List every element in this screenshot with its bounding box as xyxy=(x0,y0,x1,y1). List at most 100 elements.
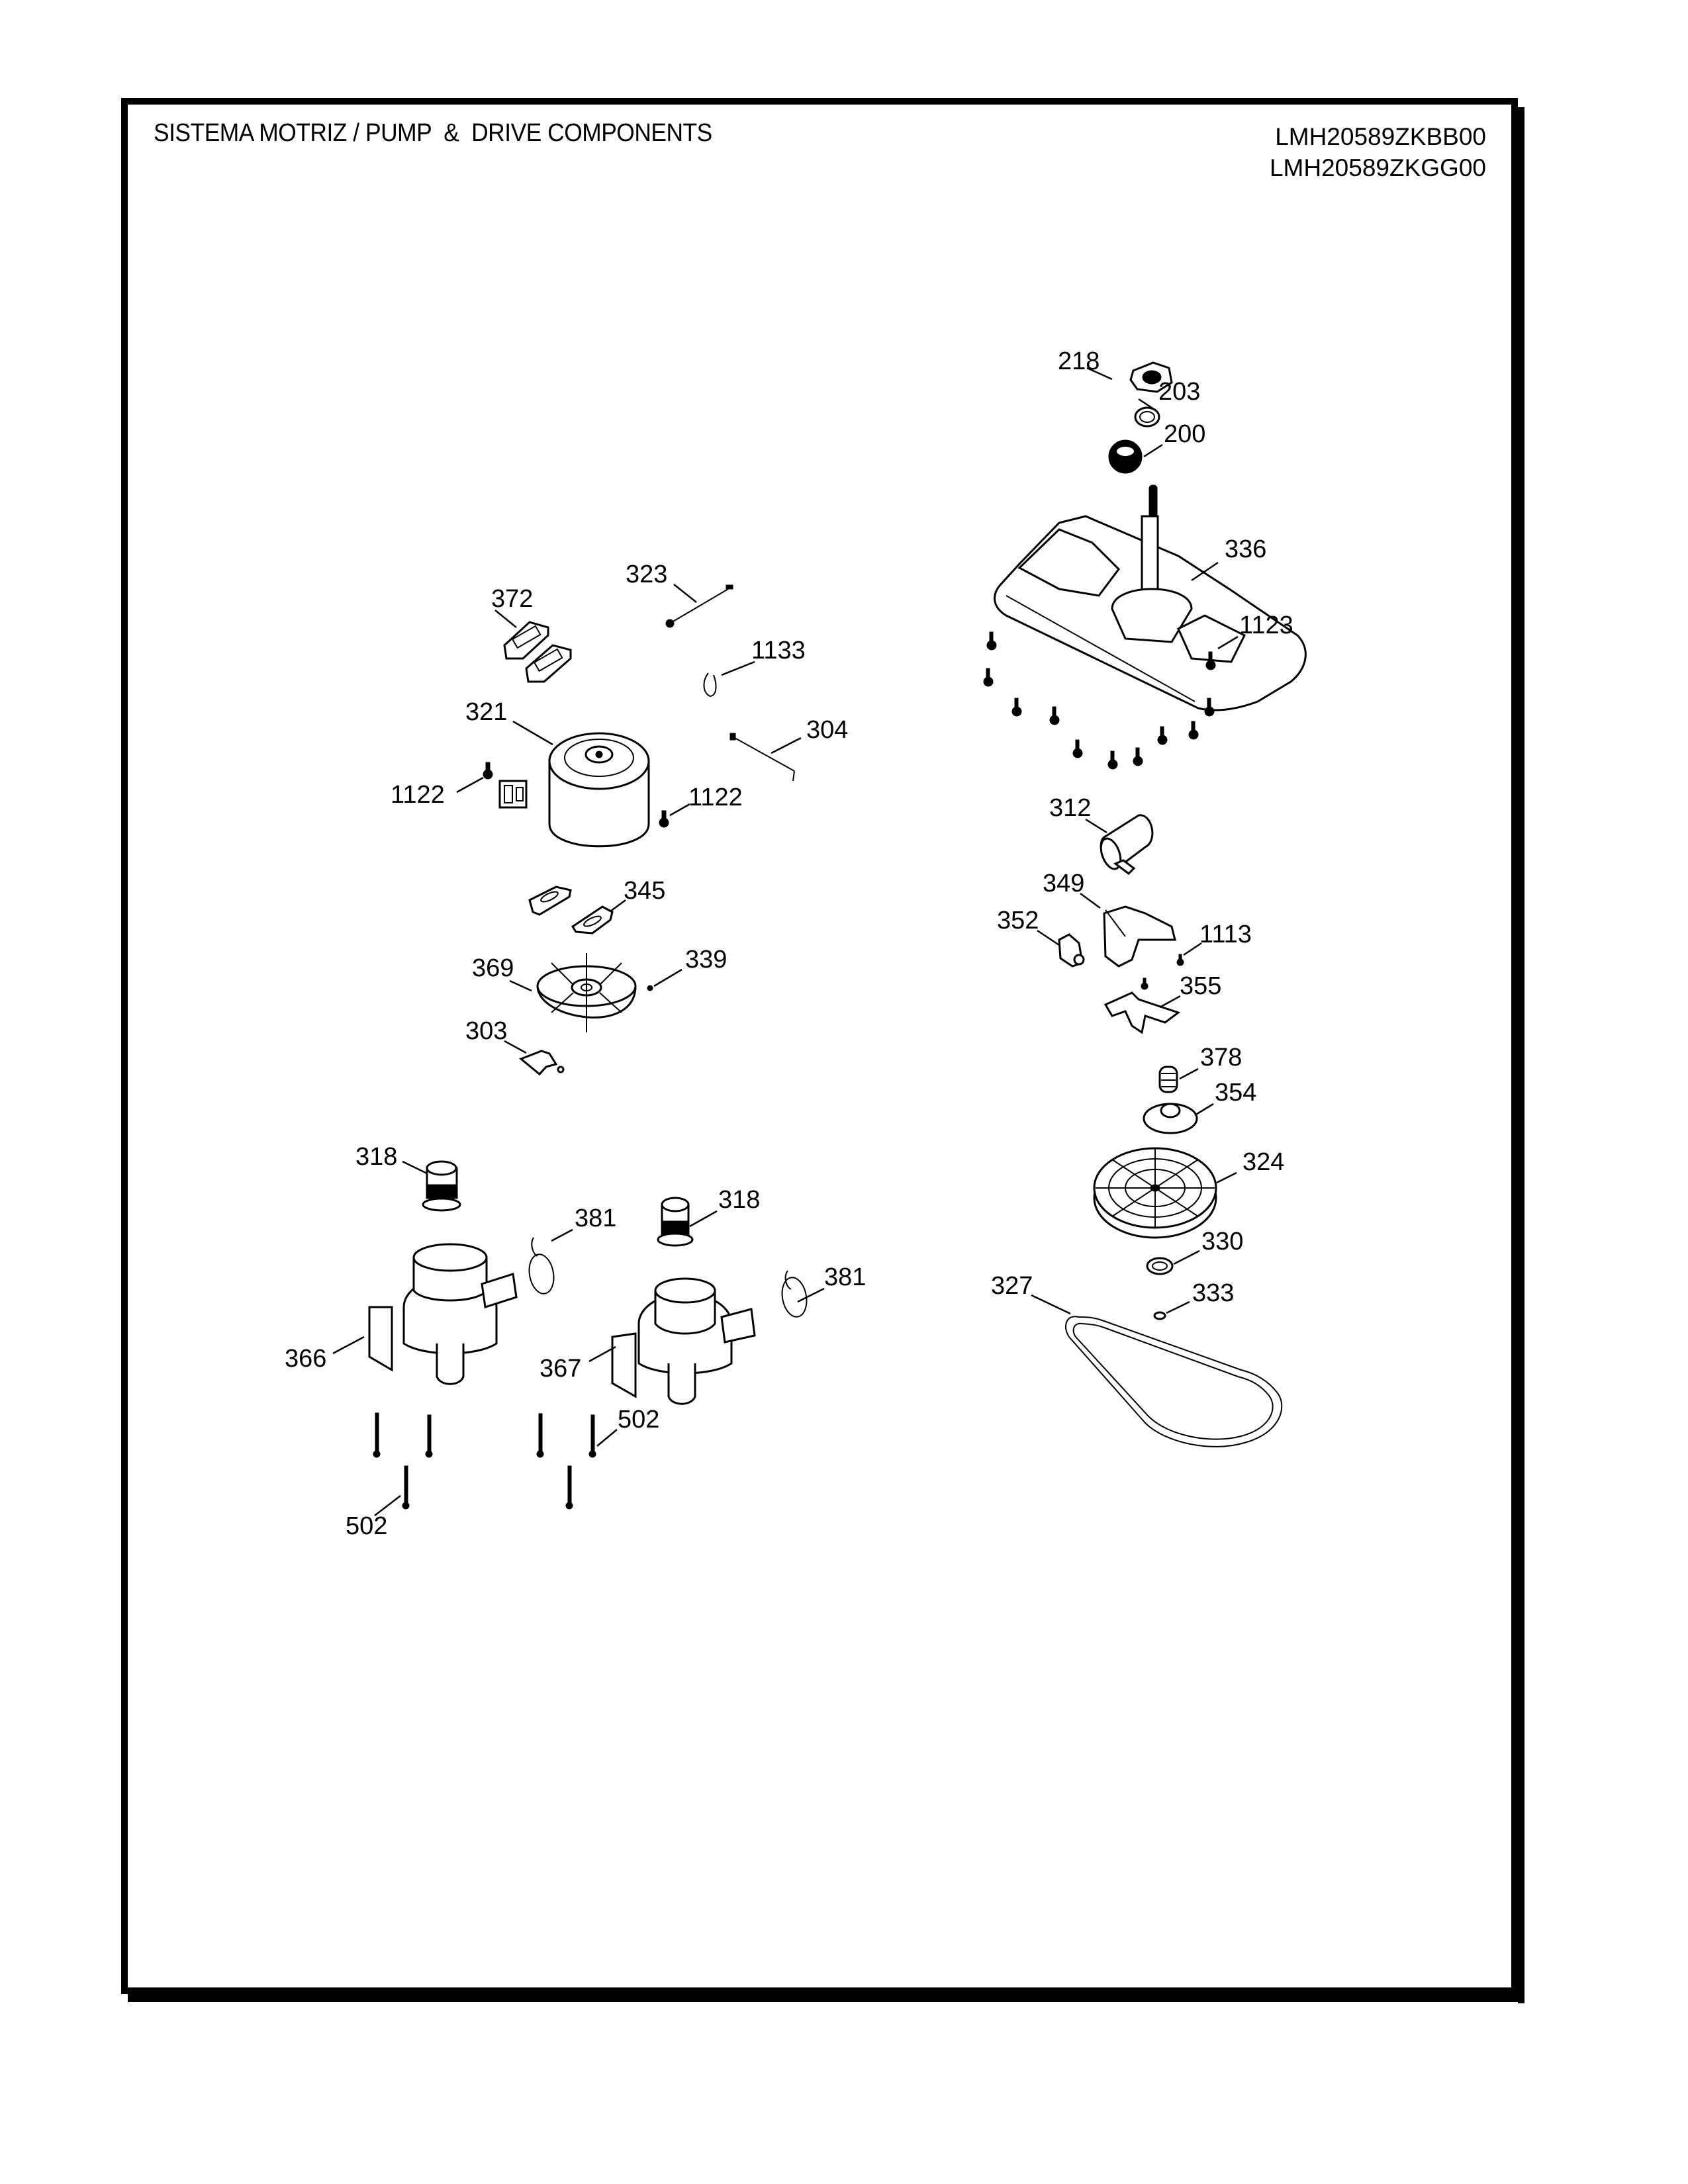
leader-349 xyxy=(1080,892,1101,909)
part-378-spring[interactable] xyxy=(1158,1066,1178,1093)
part-1122-screws[interactable] xyxy=(483,762,669,828)
callout-367[interactable]: 367 xyxy=(539,1355,581,1383)
part-312-capacitor[interactable] xyxy=(1098,814,1154,875)
leader-372 xyxy=(494,610,517,628)
part-367-pump[interactable] xyxy=(611,1277,756,1405)
leader-1133 xyxy=(721,660,755,676)
part-303-clamp[interactable] xyxy=(519,1050,565,1076)
callout-321[interactable]: 321 xyxy=(465,698,507,726)
callout-1122-left[interactable]: 1122 xyxy=(391,781,445,809)
callout-381-left[interactable]: 381 xyxy=(575,1205,616,1232)
leader-323 xyxy=(673,584,697,603)
callout-349[interactable]: 349 xyxy=(1043,870,1084,897)
leader-367 xyxy=(588,1345,616,1363)
callout-369[interactable]: 369 xyxy=(472,954,514,982)
leader-303 xyxy=(504,1040,527,1054)
leader-203 xyxy=(1138,398,1156,412)
part-366-drain-pump[interactable] xyxy=(368,1243,518,1385)
part-381-hose-clamp-left[interactable] xyxy=(526,1237,557,1296)
part-304-rod[interactable] xyxy=(729,733,795,782)
part-200-seal[interactable] xyxy=(1108,439,1143,474)
callout-218[interactable]: 218 xyxy=(1058,347,1100,375)
part-318-filter-left[interactable] xyxy=(422,1160,461,1212)
part-381-hose-clamp-right[interactable] xyxy=(779,1270,810,1319)
part-345-mount-pads[interactable] xyxy=(528,886,614,934)
callout-333[interactable]: 333 xyxy=(1192,1279,1234,1307)
leader-1123 xyxy=(1217,635,1239,650)
callout-1123[interactable]: 1123 xyxy=(1239,612,1293,639)
callout-318-left[interactable]: 318 xyxy=(355,1143,397,1171)
callout-1122-right[interactable]: 1122 xyxy=(688,784,743,811)
leader-336 xyxy=(1191,561,1219,582)
part-339-set-screw[interactable] xyxy=(647,985,653,991)
callout-1133[interactable]: 1133 xyxy=(751,637,806,664)
part-323-wire-harness[interactable] xyxy=(665,584,733,628)
callout-323[interactable]: 323 xyxy=(626,561,667,588)
callout-372[interactable]: 372 xyxy=(491,585,533,613)
part-372-motor-brackets[interactable] xyxy=(503,621,572,683)
leader-369 xyxy=(509,979,532,992)
callout-327[interactable]: 327 xyxy=(991,1272,1033,1300)
callout-1113[interactable]: 1113 xyxy=(1199,921,1252,948)
callout-378[interactable]: 378 xyxy=(1200,1044,1242,1071)
part-354-coupling[interactable] xyxy=(1143,1103,1198,1134)
leader-312 xyxy=(1085,818,1107,834)
leader-318b xyxy=(689,1210,718,1228)
callout-381-right[interactable]: 381 xyxy=(824,1263,866,1291)
part-321-motor[interactable] xyxy=(498,732,650,848)
page-title: SISTEMA MOTRIZ / PUMP & DRIVE COMPONENTS xyxy=(154,119,712,147)
part-369-fan-pulley[interactable] xyxy=(536,953,637,1032)
part-318-filter-right[interactable] xyxy=(657,1197,694,1247)
part-1123-screws[interactable] xyxy=(983,631,1216,770)
leader-327 xyxy=(1031,1294,1071,1315)
leader-1122a xyxy=(456,776,484,794)
callout-312[interactable]: 312 xyxy=(1049,794,1091,822)
model-number-1: LMH20589ZKBB00 xyxy=(1275,123,1486,150)
leader-502b xyxy=(596,1429,618,1447)
part-355-clutch-lever[interactable] xyxy=(1103,991,1181,1034)
callout-203[interactable]: 203 xyxy=(1158,378,1200,406)
leader-345 xyxy=(610,899,626,913)
callout-345[interactable]: 345 xyxy=(624,877,665,905)
part-352-actuator[interactable] xyxy=(1058,933,1085,968)
callout-339[interactable]: 339 xyxy=(685,946,727,974)
part-218-nut[interactable] xyxy=(1129,361,1173,393)
part-1113-screws[interactable] xyxy=(1141,954,1184,990)
part-327-belt[interactable] xyxy=(1065,1316,1283,1447)
callout-324[interactable]: 324 xyxy=(1243,1148,1284,1176)
part-203-washer[interactable] xyxy=(1134,406,1160,428)
leader-354 xyxy=(1194,1103,1214,1116)
leader-333 xyxy=(1166,1300,1190,1314)
leader-200 xyxy=(1143,443,1163,458)
leader-381a xyxy=(551,1228,573,1242)
callout-366[interactable]: 366 xyxy=(285,1345,326,1373)
part-1133-clip[interactable] xyxy=(703,672,717,698)
callout-352[interactable]: 352 xyxy=(997,907,1039,934)
callout-502-left[interactable]: 502 xyxy=(346,1512,387,1540)
callout-336[interactable]: 336 xyxy=(1225,535,1266,563)
part-333-nut[interactable] xyxy=(1153,1311,1166,1320)
callout-330[interactable]: 330 xyxy=(1201,1228,1243,1255)
frame-shadow-right xyxy=(1518,107,1524,2003)
callout-318-right[interactable]: 318 xyxy=(718,1186,760,1214)
callout-304[interactable]: 304 xyxy=(806,716,848,744)
part-324-pulley[interactable] xyxy=(1093,1147,1217,1239)
callout-355[interactable]: 355 xyxy=(1180,972,1221,1000)
part-336-clutch-assembly[interactable] xyxy=(994,484,1307,711)
leader-1113 xyxy=(1183,942,1202,956)
model-number-2: LMH20589ZKGG00 xyxy=(1269,154,1486,181)
part-349-brake-lever[interactable] xyxy=(1103,905,1176,968)
leader-218 xyxy=(1086,367,1113,381)
leader-502a xyxy=(374,1495,401,1516)
callout-502-right[interactable]: 502 xyxy=(618,1406,659,1433)
leader-355 xyxy=(1159,995,1181,1009)
callout-303[interactable]: 303 xyxy=(465,1017,507,1045)
page-frame xyxy=(121,98,1518,1994)
part-502-screws[interactable] xyxy=(373,1412,596,1510)
leader-304 xyxy=(771,737,802,754)
leader-352 xyxy=(1037,929,1060,946)
callout-200[interactable]: 200 xyxy=(1164,420,1205,448)
callout-354[interactable]: 354 xyxy=(1215,1079,1256,1107)
part-330-washer[interactable] xyxy=(1146,1257,1174,1275)
